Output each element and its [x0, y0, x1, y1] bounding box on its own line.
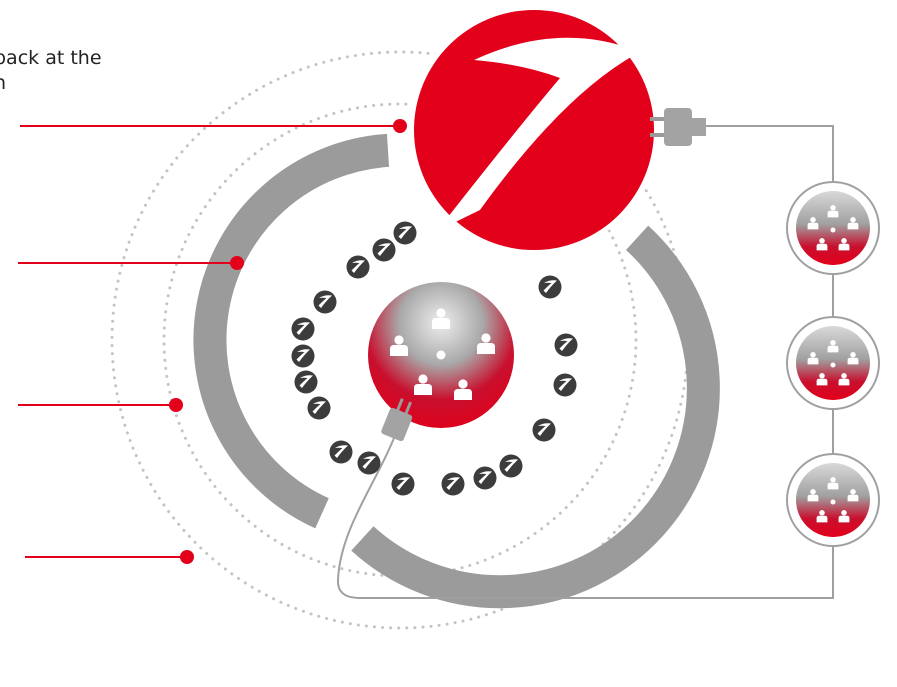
logo-pin-icon	[532, 418, 556, 442]
callout-dot-2	[230, 256, 244, 270]
logo-pin-icon	[346, 255, 370, 279]
central-people-group	[368, 282, 514, 428]
logo-pin-icon	[329, 440, 353, 464]
logo-pin-icon	[441, 472, 465, 496]
logo-pin-icon	[313, 290, 337, 314]
grey-ring-right-segment	[351, 225, 720, 609]
callout-dot-3	[169, 398, 183, 412]
grey-ring-left-segment	[193, 133, 390, 529]
callout-dot-4	[180, 550, 194, 564]
side-group-3	[786, 453, 880, 547]
logo-pin-icon	[554, 333, 578, 357]
unicredit-logo-icon	[409, 5, 659, 255]
connection-cable	[336, 125, 834, 599]
logo-pin-icon	[291, 317, 315, 341]
logo-pin-icon	[393, 221, 417, 245]
logo-pin-icon	[391, 472, 415, 496]
side-group-1	[786, 181, 880, 275]
logo-pin-icon	[538, 275, 562, 299]
callout-lines	[18, 119, 407, 564]
logo-pin-icon	[499, 454, 523, 478]
side-group-2	[786, 316, 880, 410]
intro-text: back at the n	[0, 46, 144, 96]
power-plug-icon	[650, 108, 706, 146]
logo-pin-icon	[357, 451, 381, 475]
intro-text-line-2: n	[0, 72, 7, 94]
inner-dotted-ring	[162, 102, 638, 578]
logo-pin-icon	[294, 370, 318, 394]
logo-pin-icon	[553, 373, 577, 397]
logo-pin-icon	[372, 238, 396, 262]
intro-text-line-1: back at the	[0, 47, 102, 69]
power-plug-icon	[381, 398, 413, 442]
callout-dot-1	[393, 119, 407, 133]
logo-pin-icon	[307, 396, 331, 420]
logo-pin-icon	[291, 344, 315, 368]
logo-pin-icon	[473, 466, 497, 490]
